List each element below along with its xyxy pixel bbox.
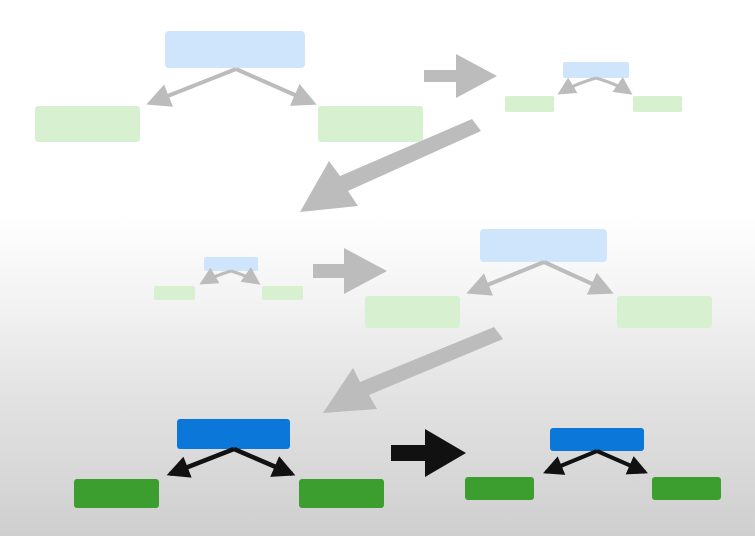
left-edge (166, 446, 235, 478)
right-edge (235, 67, 317, 106)
right-edge (596, 449, 648, 475)
tree-row2-small (154, 257, 303, 300)
left-child-node (35, 106, 140, 142)
parent-node (204, 257, 258, 271)
left-child-node (154, 286, 195, 300)
left-edge (466, 260, 545, 296)
left-child-node (505, 96, 554, 112)
right-edge (543, 260, 614, 295)
right-child-node (262, 286, 303, 300)
tree-row1-large (35, 31, 423, 142)
left-edge (543, 449, 598, 475)
left-edge (146, 67, 237, 107)
arrow-row2-right (313, 248, 387, 294)
left-child-node (74, 479, 159, 508)
left-edge (557, 76, 597, 95)
arrow-row2-to-row3 (323, 327, 503, 413)
left-child-node (465, 477, 534, 500)
left-edge (199, 267, 232, 285)
parent-node (165, 31, 305, 68)
left-child-node (365, 296, 460, 328)
right-child-node (299, 479, 384, 508)
tree-row2-large (365, 229, 712, 328)
parent-node (177, 419, 290, 449)
tree-row1-small (505, 62, 682, 112)
right-child-node (633, 96, 682, 112)
right-edge (233, 446, 296, 477)
tree-row3-small (465, 428, 721, 500)
parent-node (480, 229, 607, 262)
parent-node (563, 62, 629, 78)
tree-row3-large (74, 419, 384, 508)
right-child-node (318, 106, 423, 142)
right-edge (595, 76, 633, 95)
arrow-row1-right (424, 54, 497, 98)
parent-node (550, 428, 644, 451)
arrow-row1-to-row2 (300, 119, 481, 212)
right-child-node (617, 296, 712, 328)
right-edge (230, 267, 261, 285)
right-child-node (652, 477, 721, 500)
arrow-row3-right (391, 429, 466, 477)
